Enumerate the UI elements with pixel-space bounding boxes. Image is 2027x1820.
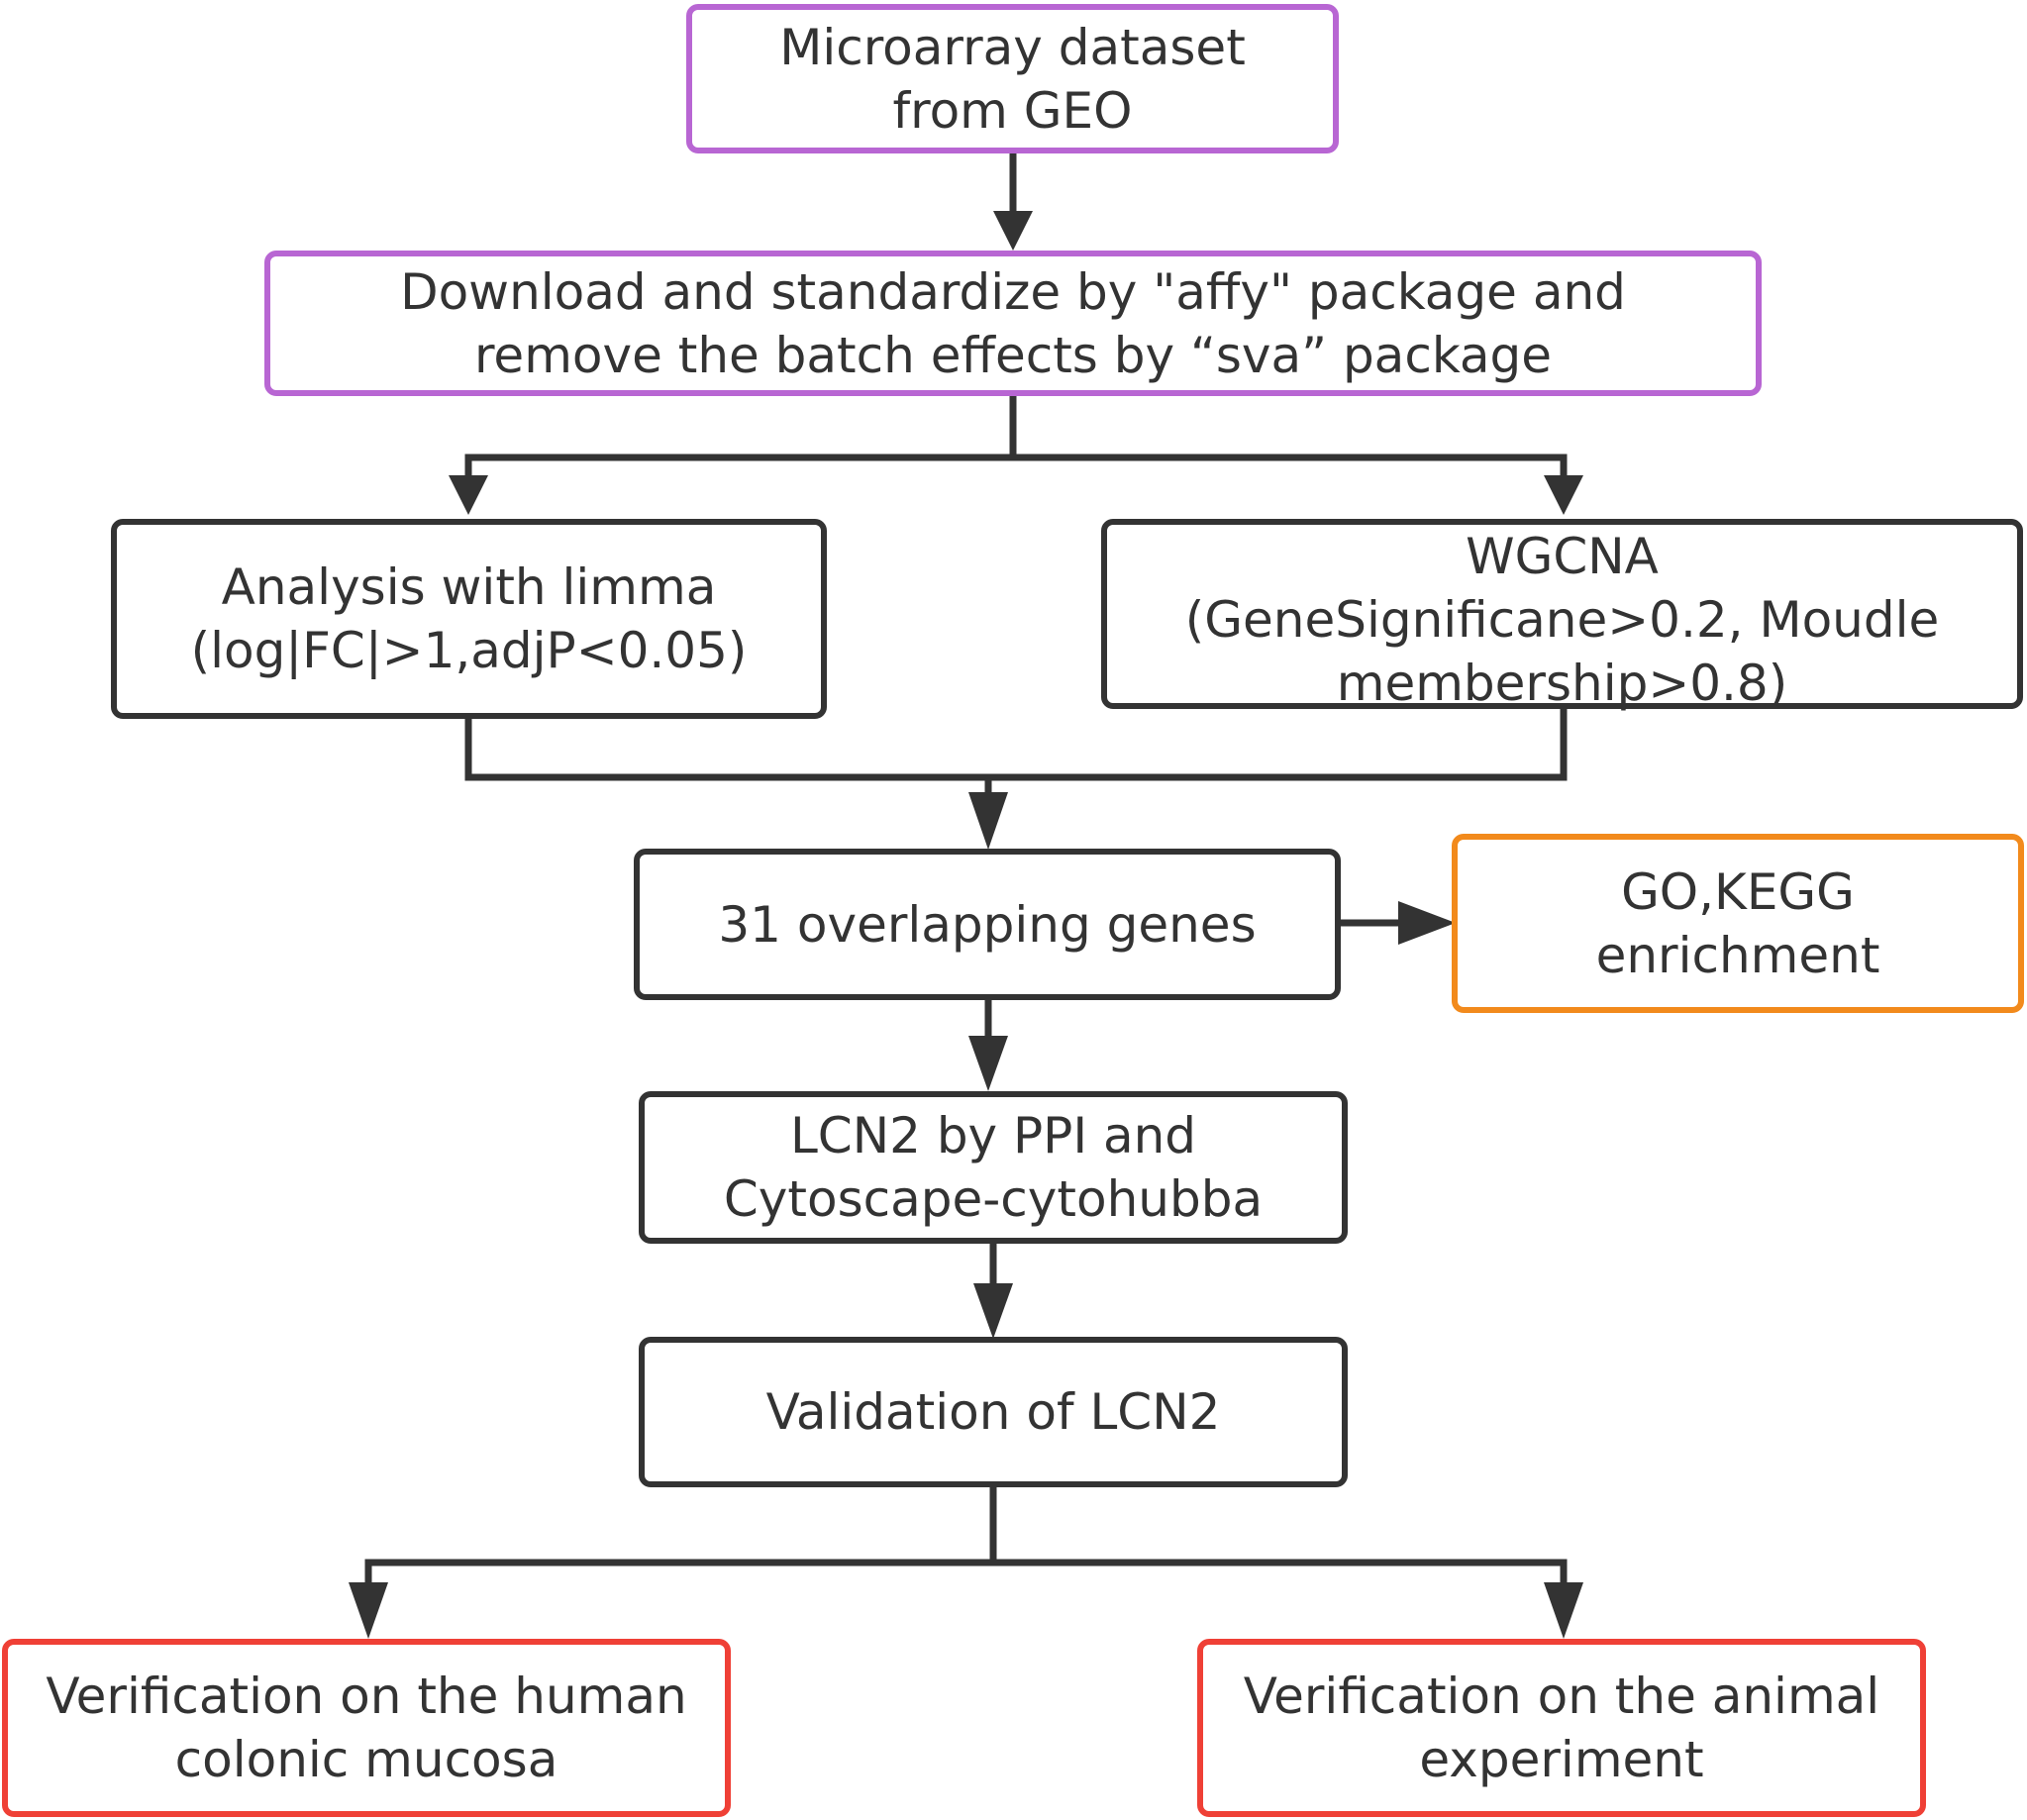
node-enrichment-line-2: enrichment: [1595, 926, 1880, 984]
node-lcn2-ppi: LCN2 by PPI and Cytoscape-cytohubba: [639, 1091, 1348, 1244]
connector-split-limma: [464, 454, 1013, 477]
arrowhead-human: [349, 1582, 388, 1639]
node-verification-human: Verification on the human colonic mucosa: [2, 1639, 731, 1817]
node-limma-analysis: Analysis with limma (log|FC|>1,adjP<0.05…: [111, 519, 827, 719]
node-validation-line-1: Validation of LCN2: [765, 1383, 1221, 1441]
node-geo-line-1: Microarray dataset: [779, 18, 1246, 76]
connector-split-wgcna: [1013, 454, 1568, 477]
node-animal-line-2: experiment: [1419, 1731, 1704, 1788]
arrowhead-validation: [973, 1283, 1013, 1339]
arrowhead-overlap: [968, 792, 1008, 850]
node-lcn2-line-2: Cytoscape-cytohubba: [723, 1170, 1264, 1228]
node-wgcna-line-3: membership>0.8): [1336, 655, 1788, 712]
arrowhead-enrichment: [1398, 901, 1456, 945]
arrowhead-download: [993, 211, 1033, 251]
node-geo-dataset: Microarray dataset from GEO: [686, 4, 1339, 153]
node-download-line-1: Download and standardize by "affy" packa…: [400, 262, 1626, 321]
node-lcn2-line-1: LCN2 by PPI and: [789, 1107, 1197, 1164]
node-overlapping-genes: 31 overlapping genes: [634, 849, 1341, 1000]
node-animal-line-1: Verification on the animal: [1243, 1668, 1880, 1725]
arrowhead-animal: [1544, 1582, 1583, 1639]
node-go-kegg-enrichment: GO,KEGG enrichment: [1452, 834, 2024, 1013]
node-validation-lcn2: Validation of LCN2: [639, 1337, 1348, 1487]
arrowhead-lcn2: [968, 1036, 1008, 1091]
node-geo-line-2: from GEO: [892, 81, 1133, 140]
node-limma-line-1: Analysis with limma: [221, 558, 717, 616]
node-enrichment-line-1: GO,KEGG: [1621, 862, 1855, 921]
arrowhead-wgcna: [1544, 475, 1583, 515]
connector-wgcna-merge: [988, 705, 1568, 781]
node-verification-animal: Verification on the animal experiment: [1197, 1639, 1926, 1817]
node-limma-line-2: (log|FC|>1,adjP<0.05): [190, 622, 748, 679]
node-download-line-2: remove the batch effects by “sva” packag…: [473, 326, 1553, 384]
node-download-standardize: Download and standardize by "affy" packa…: [264, 251, 1762, 396]
connector-split-human: [364, 1559, 993, 1584]
node-wgcna: WGCNA (GeneSignificane>0.2, Moudle membe…: [1101, 519, 2023, 712]
node-human-line-2: colonic mucosa: [174, 1731, 558, 1788]
node-human-line-1: Verification on the human: [46, 1668, 687, 1725]
node-wgcna-line-1: WGCNA: [1466, 528, 1659, 585]
node-wgcna-line-2: (GeneSignificane>0.2, Moudle: [1184, 591, 1940, 649]
connector-limma-merge: [464, 715, 988, 781]
arrowhead-limma: [449, 475, 488, 515]
connector-split-animal: [993, 1559, 1568, 1584]
node-overlap-line-1: 31 overlapping genes: [718, 895, 1257, 954]
